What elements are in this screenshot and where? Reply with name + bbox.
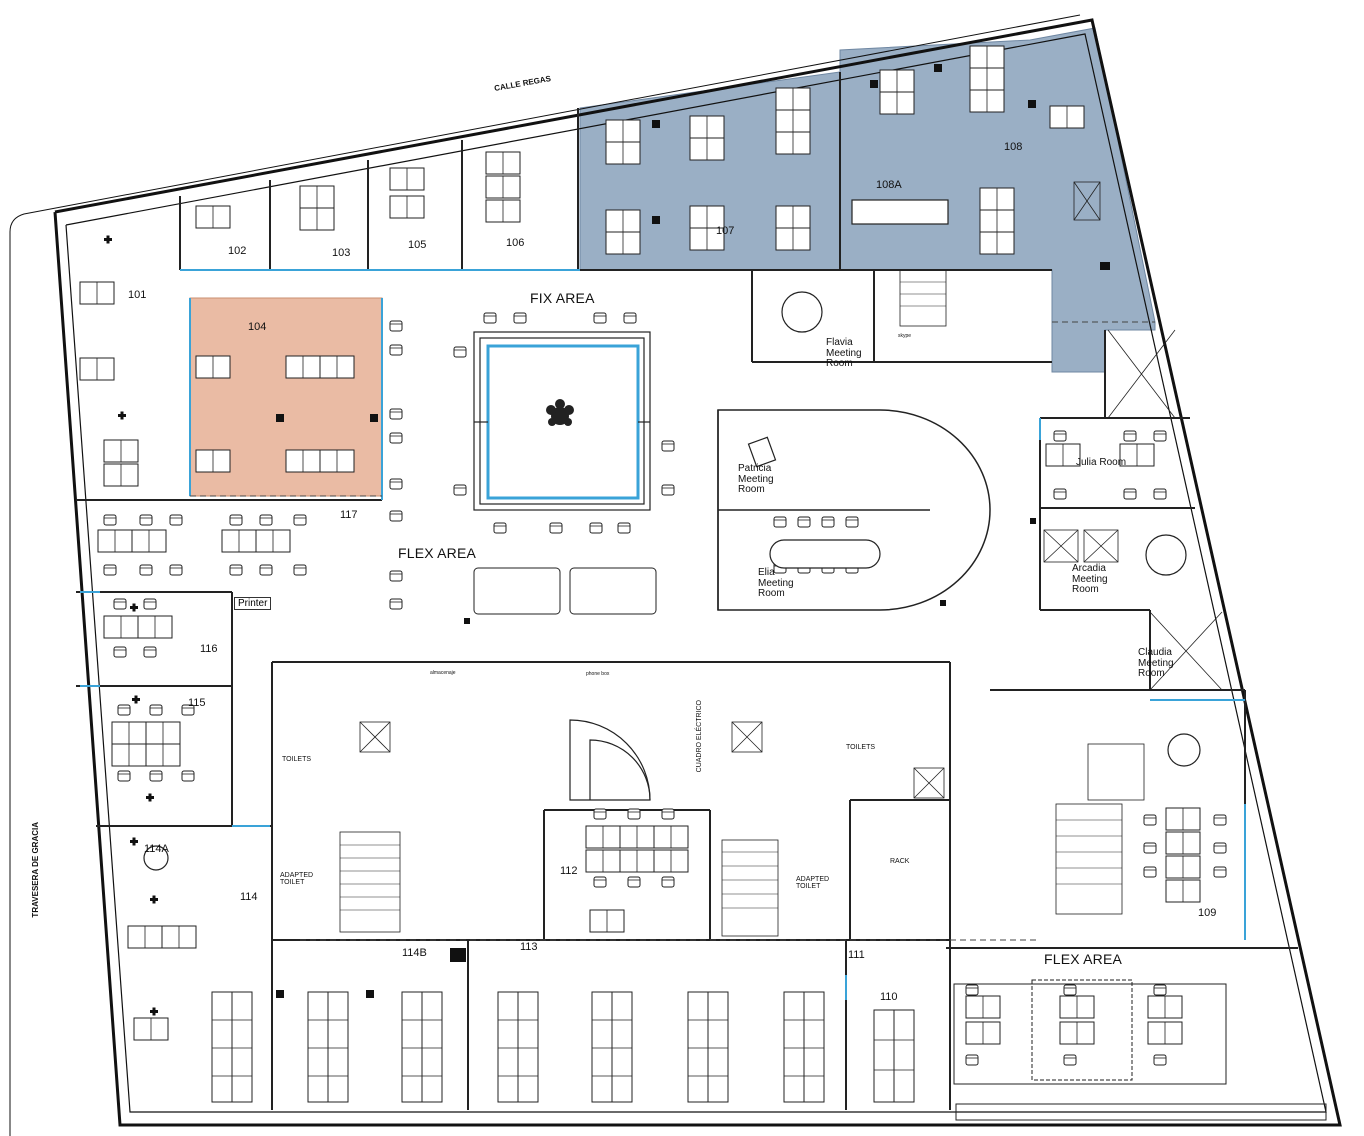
room-112: 112 <box>560 865 578 877</box>
room-102: 102 <box>228 245 247 257</box>
meeting-tables <box>747 199 949 569</box>
room-113: 113 <box>520 941 538 953</box>
room-104: 104 <box>248 321 267 333</box>
room-101: 101 <box>128 289 147 301</box>
round-tables <box>143 291 1201 871</box>
room-110: 110 <box>880 991 898 1003</box>
room-107: 107 <box>716 225 735 237</box>
printer-label: Printer <box>234 597 272 610</box>
label-toilets-right: TOILETS <box>846 744 876 751</box>
fix-area-core <box>473 331 651 511</box>
room-117: 117 <box>340 509 358 521</box>
label-fix-area: FIX AREA <box>530 290 595 306</box>
crosses <box>104 235 158 1016</box>
label-flex-area-bottom: FLEX AREA <box>1044 951 1123 967</box>
room-108: 108 <box>1004 141 1023 153</box>
room-106: 106 <box>506 237 525 249</box>
dashed-lines <box>190 321 1155 941</box>
label-cuadro-electrico: CUADRO ELÉCTRICO <box>696 700 703 773</box>
columns <box>276 64 1110 998</box>
street-travesera-de-gracia: TRAVESERA DE GRACIA <box>31 822 40 918</box>
label-toilets-left: TOILETS <box>282 756 312 763</box>
room-116: 116 <box>200 643 218 655</box>
label-adapted-toilet-left: ADAPTED TOILET <box>280 872 314 887</box>
shafts <box>359 181 1223 799</box>
meeting-hall-outline <box>717 409 991 611</box>
spiral-stair <box>569 719 651 801</box>
room-115: 115 <box>188 697 206 709</box>
meeting-room-julia: Julia Room <box>1076 457 1127 468</box>
stair-blocks <box>339 269 1145 937</box>
room-111: 111 <box>848 949 865 961</box>
room-109: 109 <box>1198 907 1217 919</box>
label-rack: RACK <box>890 858 910 865</box>
label-flex-area-center: FLEX AREA <box>398 545 477 561</box>
room-114a: 114A <box>144 843 169 855</box>
meeting-room-elia: Elia Meeting Room <box>758 567 794 599</box>
label-skype: skype <box>898 333 912 339</box>
room-114b: 114B <box>402 947 427 959</box>
plant-icon <box>546 399 574 426</box>
label-almacenaje: almacenaje <box>430 670 456 676</box>
room-105: 105 <box>408 239 427 251</box>
meeting-room-flavia: Flavia Meeting Room <box>826 337 862 369</box>
room-108a: 108A <box>876 179 902 191</box>
label-adapted-toilet-right: ADAPTED TOILET <box>796 876 830 891</box>
meeting-room-claudia: Claudia Meeting Room <box>1138 647 1174 679</box>
bottom-desk-columns <box>211 991 915 1103</box>
label-phone-box: phone box <box>586 671 610 677</box>
meeting-room-arcadia: Arcadia Meeting Room <box>1072 563 1108 595</box>
meeting-room-patricia: Patricia Meeting Room <box>738 463 774 495</box>
flex-area-bottom-frames <box>473 567 1327 1121</box>
room-103: 103 <box>332 247 351 259</box>
room-114: 114 <box>240 891 258 903</box>
